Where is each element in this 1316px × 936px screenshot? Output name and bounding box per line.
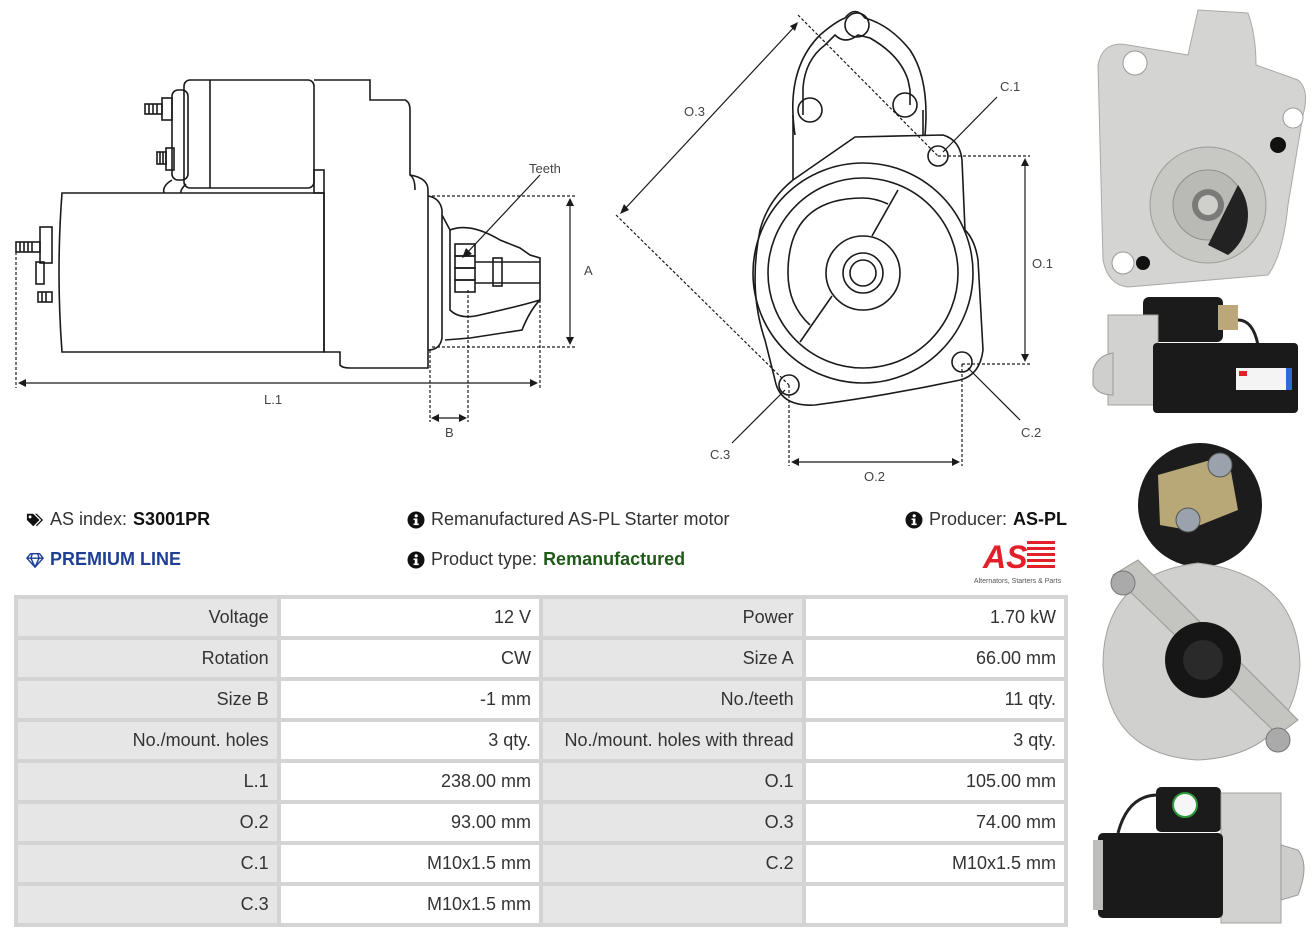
teeth-label: Teeth [529,161,561,176]
spec-key: O.2 [16,802,279,843]
producer-value: AS-PL [1013,509,1068,529]
spec-key: C.1 [16,843,279,884]
dim-o3-label: O.3 [684,104,705,119]
spec-key: Voltage [16,597,279,638]
pinion-housing [427,195,541,351]
premium-line-badge: PREMIUM LINE [26,549,181,570]
info-icon [407,511,425,529]
dim-o2-label: O.2 [864,469,885,484]
product-type: Product type: Remanufactured [407,549,685,570]
spec-value: 3 qty. [803,720,1066,761]
dim-c1-label: C.1 [1000,79,1020,94]
spec-key: C.3 [16,884,279,925]
front-dimension-lines [615,14,1030,466]
spec-value: 1.70 kW [803,597,1066,638]
spec-key: Power [540,597,804,638]
as-index-value: S3001PR [133,509,211,529]
spec-value: -1 mm [278,679,541,720]
as-index-label: AS index: [50,509,128,529]
dim-l1-label: L.1 [264,392,282,407]
spec-value: M10x1.5 mm [278,884,541,925]
spec-key [540,884,804,925]
spec-key: Rotation [16,638,279,679]
product-photo-front [1097,9,1307,288]
drive-end-face [752,162,974,384]
spec-value: 11 qty. [803,679,1066,720]
spec-key: Size A [540,638,804,679]
dim-a-label: A [584,263,593,278]
as-logo: AS Alternators, Starters & Parts [965,538,1070,585]
solenoid [144,79,416,194]
dimension-lines [15,174,575,422]
description-text: Remanufactured AS-PL Starter motor [431,509,730,529]
logo-text: AS [982,539,1028,572]
product-type-label: Product type: [431,549,538,569]
spec-value: 93.00 mm [278,802,541,843]
product-description: Remanufactured AS-PL Starter motor [407,509,729,530]
spec-key: O.3 [540,802,804,843]
producer-label: Producer: [929,509,1008,529]
spec-key: O.1 [540,761,804,802]
spec-key: No./mount. holes [16,720,279,761]
spec-value: 3 qty. [278,720,541,761]
front-view-drawing: O.3 C.1 O.1 C.2 C.3 O.2 [615,10,1053,484]
dim-o1-label: O.1 [1032,256,1053,271]
producer: Producer: AS-PL [905,509,1067,530]
product-photo-side-2 [1093,787,1305,924]
diamond-icon [26,551,44,569]
product-photo-rear [1102,443,1301,761]
premium-line-label: PREMIUM LINE [50,549,182,569]
spec-key: No./mount. holes with thread [540,720,804,761]
spec-value: M10x1.5 mm [278,843,541,884]
spec-key: Size B [16,679,279,720]
product-photo-side-1 [1092,297,1298,413]
motor-body [15,174,429,369]
dim-b-label: B [445,425,454,440]
dim-c2-label: C.2 [1021,425,1041,440]
as-logo-mark: AS [982,539,1055,575]
as-index: AS index: S3001PR [26,509,210,530]
dim-c3-label: C.3 [710,447,730,462]
info-icon [905,511,923,529]
spec-key: C.2 [540,843,804,884]
spec-value [803,884,1066,925]
side-view-drawing: Teeth A L.1 B [15,79,593,440]
spec-value: 74.00 mm [803,802,1066,843]
spec-key: No./teeth [540,679,804,720]
spec-value: 238.00 mm [278,761,541,802]
product-type-value: Remanufactured [543,549,686,569]
spec-value: 12 V [278,597,541,638]
spec-value: M10x1.5 mm [803,843,1066,884]
spec-value: 66.00 mm [803,638,1066,679]
info-icon [407,551,425,569]
spec-key: L.1 [16,761,279,802]
spec-value: 105.00 mm [803,761,1066,802]
logo-tagline: Alternators, Starters & Parts [973,578,1062,585]
spec-value: CW [278,638,541,679]
tags-icon [26,511,44,529]
mounting-flange [754,10,984,406]
